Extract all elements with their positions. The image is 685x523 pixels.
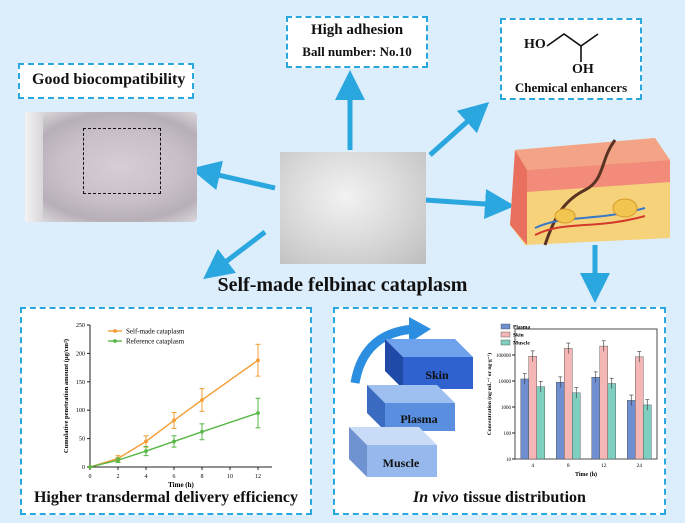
x-tick-label: 24: [637, 463, 643, 469]
chemical-enhancers-label: Chemical enhancers: [514, 80, 628, 95]
data-point: [144, 449, 148, 453]
x-tick-label: 2: [117, 474, 120, 480]
x-tick-label: 0: [89, 474, 92, 480]
y-tick-label: 100: [504, 432, 512, 437]
legend-marker: [113, 339, 117, 343]
data-point: [256, 358, 260, 363]
chem-ho-label: HO: [524, 37, 546, 52]
skin-patch-photo: [25, 112, 197, 222]
legend-swatch: [500, 323, 511, 330]
data-point: [200, 398, 204, 402]
data-point: [200, 429, 204, 434]
left-panel-caption: Higher transdermal delivery efficiency: [33, 489, 299, 506]
tissue-layer-stack: Skin Plasma Muscle: [349, 339, 473, 477]
bar: [520, 378, 529, 460]
ball-number-label: Ball number: No.10: [302, 44, 412, 59]
plot-frame: [514, 328, 658, 460]
x-tick-label: 8: [201, 474, 204, 480]
legend-swatch: [500, 331, 511, 338]
y-tick-label: 100000: [496, 354, 512, 359]
series-line: [89, 412, 259, 468]
data-point: [144, 439, 148, 444]
y-tick-label: 200: [76, 351, 85, 357]
legend-label: Skin: [513, 333, 524, 339]
layer-plasma-label: Plasma: [400, 412, 437, 426]
propylene-glycol-structure: [546, 33, 599, 62]
x-tick-label: 6: [173, 474, 176, 480]
data-point: [256, 411, 260, 415]
bar: [635, 356, 644, 460]
bar: [643, 404, 652, 460]
bar: [572, 392, 581, 460]
bar: [607, 383, 616, 460]
x-tick-label: 12: [601, 463, 607, 469]
series-line: [89, 359, 259, 468]
x-axis-label: Time (h): [168, 481, 194, 489]
layer-muscle-label: Muscle: [383, 456, 420, 470]
bar: [564, 348, 573, 460]
x-tick-label: 8: [567, 463, 570, 469]
y-axis-label: Concentration (ng·mL⁻¹ or ng·g⁻¹): [486, 353, 493, 435]
x-tick-label: 4: [531, 463, 534, 469]
legend-marker: [113, 329, 117, 333]
data-point: [88, 465, 92, 469]
legend-swatch: [500, 339, 511, 346]
cataplasm-photo: [280, 152, 426, 264]
bar: [627, 400, 636, 460]
chemical-enhancers-box: HO OH Chemical enhancers: [500, 18, 642, 100]
bar: [536, 386, 545, 460]
data-point: [172, 418, 176, 423]
high-adhesion-box: High adhesion Ball number: No.10: [286, 16, 428, 68]
x-tick-label: 10: [227, 474, 233, 480]
y-tick-label: 150: [76, 380, 85, 386]
y-tick-label: 0: [82, 465, 85, 471]
bar: [528, 355, 537, 460]
high-adhesion-label: High adhesion: [310, 22, 404, 38]
arrow-to-enhancers: [428, 101, 490, 157]
chem-oh-label: OH: [572, 62, 594, 77]
bar: [556, 381, 565, 460]
data-point: [172, 439, 176, 444]
y-tick-label: 50: [79, 437, 85, 443]
y-tick-label: 10: [506, 458, 512, 463]
arrow-to-skin: [424, 189, 515, 219]
legend-label: Self-made cataplasm: [126, 328, 185, 336]
layer-skin-label: Skin: [425, 368, 449, 382]
bar: [599, 345, 608, 460]
legend-label: Reference cataplasm: [126, 338, 185, 346]
arrow-to-chart-left: [203, 230, 267, 280]
x-axis-label: Time (h): [575, 471, 597, 478]
y-tick-label: 10000: [499, 380, 512, 385]
center-title: Self-made felbinac cataplasm: [217, 274, 468, 296]
skin-cross-section-illustration: [510, 138, 670, 246]
arrow-to-biocompat: [190, 160, 276, 191]
right-caption-rest: tissue distribution: [458, 489, 586, 506]
x-tick-label: 12: [255, 474, 261, 480]
patch-area-marker: [83, 128, 161, 194]
data-point: [116, 458, 120, 463]
y-axis-label: Cumulative penetration amount (μg/cm²): [63, 339, 70, 453]
right-caption-italic: In vivo: [413, 489, 459, 506]
legend-label: Muscle: [513, 341, 530, 347]
right-panel-caption: In vivo tissue distribution: [335, 489, 664, 507]
y-tick-label: 1000: [501, 406, 512, 411]
legend-label: Plasma: [513, 325, 530, 331]
x-tick-label: 4: [145, 474, 148, 480]
curved-arrow: [350, 317, 431, 384]
good-biocompatibility-box: Good biocompatibility: [18, 63, 194, 99]
y-tick-label: 250: [76, 323, 85, 329]
good-biocompatibility-label: Good biocompatibility: [32, 71, 186, 88]
bar: [591, 377, 600, 460]
y-tick-label: 100: [76, 408, 85, 414]
